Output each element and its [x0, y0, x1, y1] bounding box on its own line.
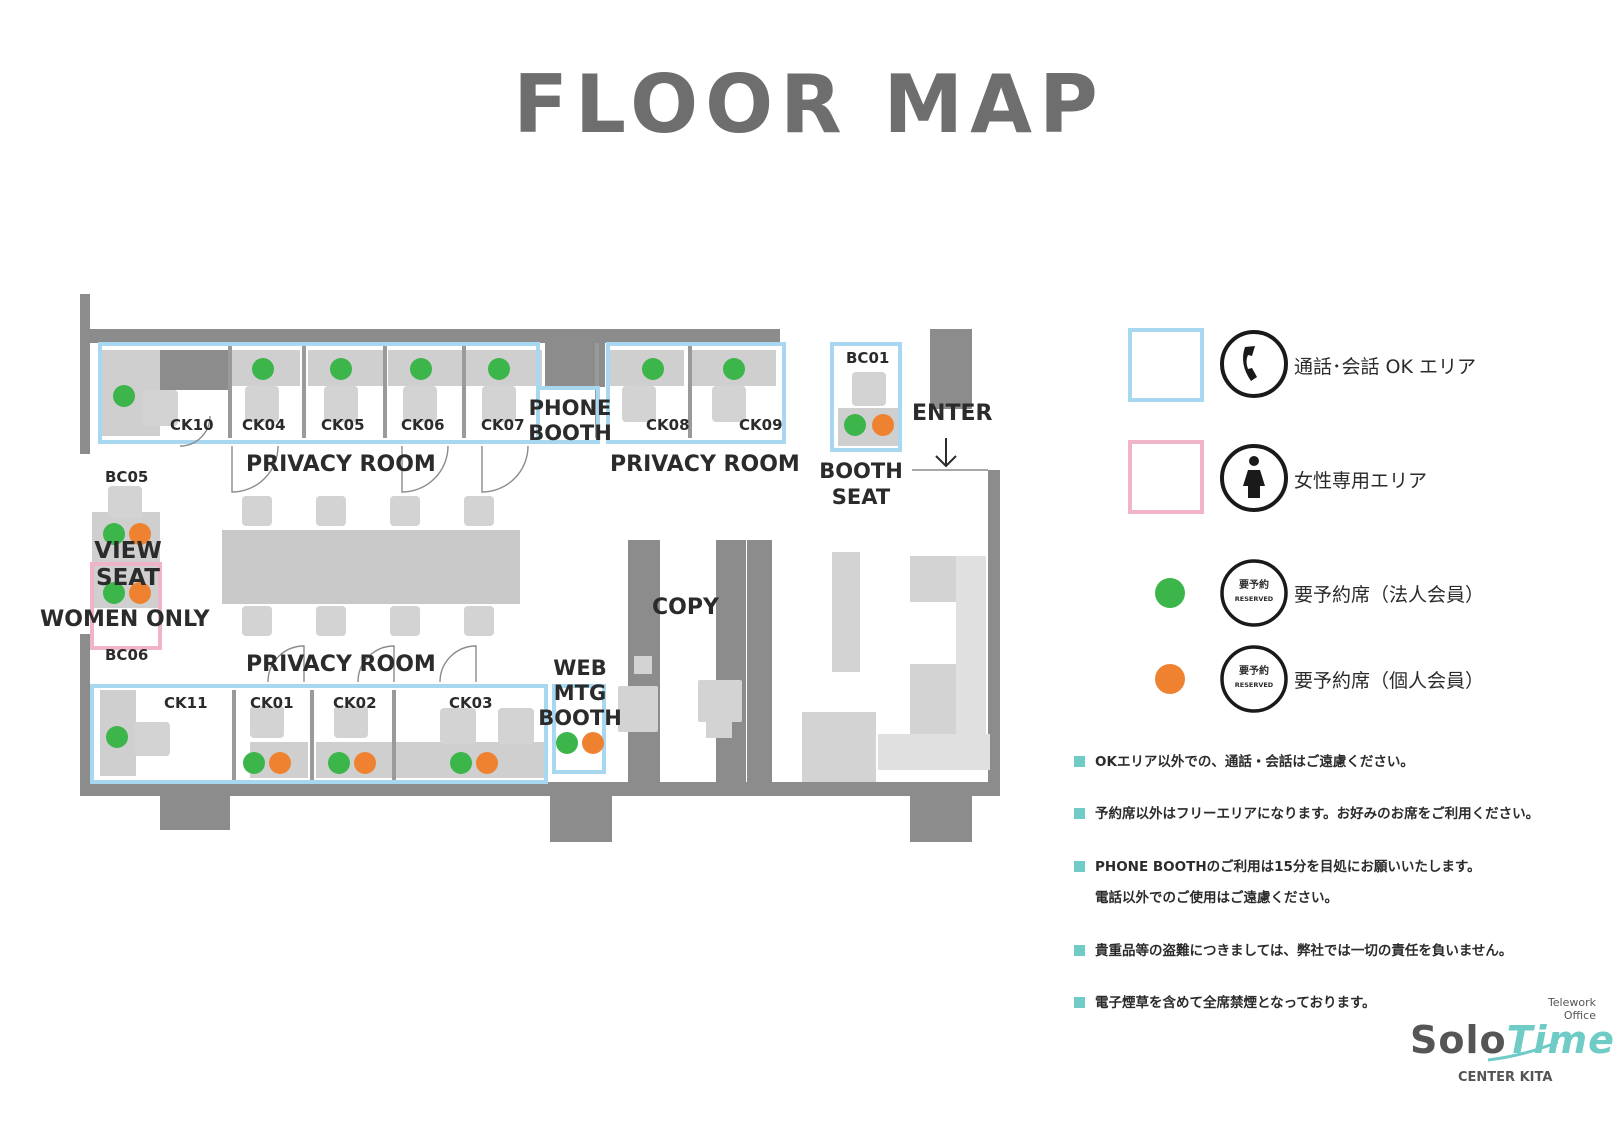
- seat-label-bc01: BC01: [846, 349, 890, 367]
- furniture: [108, 372, 990, 782]
- area-label-privacy-room-top-left: PRIVACY ROOM: [246, 452, 436, 477]
- note-item: 電子煙草を含めて全席禁煙となっております。: [1074, 991, 1376, 1011]
- corporate-seat-dot: [103, 523, 125, 545]
- corporate-seat-dot: [556, 732, 578, 754]
- seat-label-ck03: CK03: [449, 694, 493, 712]
- seat-label-ck04: CK04: [242, 416, 286, 434]
- reserved-badge-en: RESERVED: [1234, 595, 1274, 603]
- individual-seat-dot: [129, 523, 151, 545]
- individual-reserved-seats: [129, 414, 894, 774]
- corporate-seat-dot: [330, 358, 352, 380]
- corporate-seat-dot: [723, 358, 745, 380]
- legend-individual-label: 要予約席（個人会員）: [1294, 670, 1485, 692]
- area-label-privacy-room-bottom: PRIVACY ROOM: [246, 652, 436, 677]
- area-label-women-only: WOMEN ONLY: [40, 607, 210, 632]
- doors: [179, 415, 988, 683]
- note-item-continued: 電話以外でのご使用はご遠慮ください。: [1095, 890, 1338, 906]
- individual-seat-dot: [476, 752, 498, 774]
- legend-graphics: [1128, 328, 1288, 713]
- note-item: 貴重品等の盗難につきましては、弊社では一切の責任を負いません。: [1074, 939, 1512, 959]
- corporate-reserved-seats: [103, 358, 866, 774]
- corporate-seat-dot: [252, 358, 274, 380]
- seat-label-ck11: CK11: [164, 694, 208, 712]
- corporate-seat-dot: [106, 726, 128, 748]
- corporate-seat-dot: [450, 752, 472, 774]
- building-walls: [80, 294, 1000, 842]
- seat-label-ck10: CK10: [170, 416, 214, 434]
- corporate-seat-dot: [243, 752, 265, 774]
- individual-seat-dot: [872, 414, 894, 436]
- area-label-copy: COPY: [652, 595, 719, 620]
- individual-seat-dot: [582, 732, 604, 754]
- note-item: OKエリア以外での、通話・会話はご遠慮ください。: [1074, 750, 1414, 770]
- seat-label-ck09: CK09: [739, 416, 783, 434]
- corporate-seat-dot: [103, 582, 125, 604]
- phone-icon: [1220, 330, 1288, 398]
- legend-ok-area-swatch: [1128, 328, 1204, 402]
- individual-seat-dot: [129, 582, 151, 604]
- corporate-seat-dot: [328, 752, 350, 774]
- seat-label-ck02: CK02: [333, 694, 377, 712]
- legend-corporate-label: 要予約席（法人会員）: [1294, 584, 1485, 606]
- legend-call-ok-label: 通話･会話 OK エリア: [1294, 356, 1476, 378]
- brand-underline: [1487, 1040, 1559, 1062]
- note-item: 予約席以外はフリーエリアになります。お好みのお席をご利用ください。: [1074, 802, 1539, 822]
- corporate-seat-dot: [113, 385, 135, 407]
- area-label-privacy-room-top-right: PRIVACY ROOM: [610, 452, 800, 477]
- seat-label-bc05: BC05: [105, 468, 149, 486]
- seat-label-ck08: CK08: [646, 416, 690, 434]
- corporate-seat-dot: [642, 358, 664, 380]
- legend-women-only-label: 女性専用エリア: [1294, 470, 1428, 492]
- women-only-area: [90, 562, 162, 650]
- reserved-badge-jp: 要予約: [1239, 580, 1269, 591]
- legend-corporate-dot: [1155, 578, 1185, 608]
- reserved-badge-jp: 要予約: [1239, 666, 1269, 677]
- individual-seat-dot: [354, 752, 376, 774]
- seat-label-ck05: CK05: [321, 416, 365, 434]
- seat-label-ck01: CK01: [250, 694, 294, 712]
- brand-logo: SoloTime: [1410, 1018, 1615, 1062]
- legend-individual-dot: [1155, 664, 1185, 694]
- seat-label-bc06: BC06: [105, 646, 149, 664]
- individual-seat-dot: [269, 752, 291, 774]
- note-item: PHONE BOOTHのご利用は15分を目処にお願いいたします。: [1074, 855, 1481, 875]
- corporate-seat-dot: [410, 358, 432, 380]
- ok-call-areas: [90, 342, 902, 784]
- seat-label-ck06: CK06: [401, 416, 445, 434]
- reserved-badge-en: RESERVED: [1234, 681, 1274, 689]
- reserved-badge-icon: [1220, 645, 1288, 713]
- legend-women-area-swatch: [1128, 440, 1204, 514]
- brand-location: CENTER KITA: [1458, 1070, 1553, 1085]
- seat-label-ck07: CK07: [481, 416, 525, 434]
- corporate-seat-dot: [488, 358, 510, 380]
- enter-arrow: [935, 438, 957, 468]
- corporate-seat-dot: [844, 414, 866, 436]
- reserved-badge-icon: [1220, 559, 1288, 627]
- area-label-enter: ENTER: [912, 401, 993, 426]
- page-title: FLOOR MAP: [513, 58, 1105, 151]
